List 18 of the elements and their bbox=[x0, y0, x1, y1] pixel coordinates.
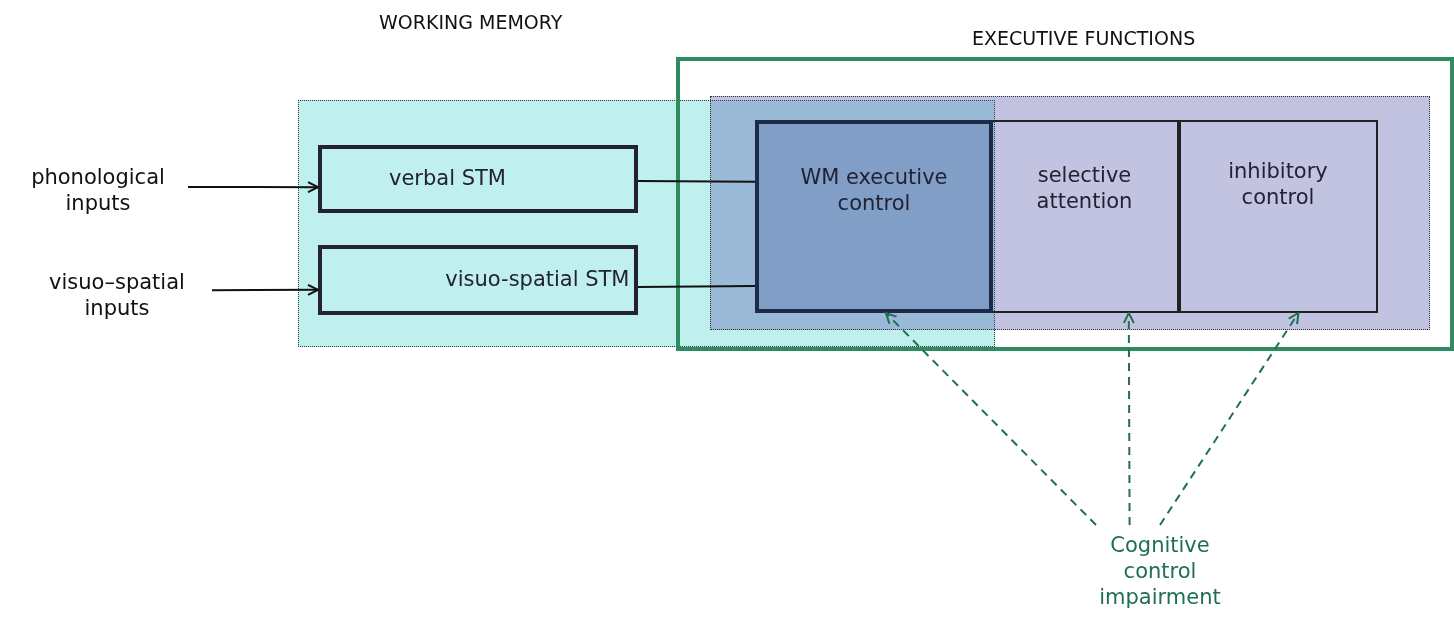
arrow bbox=[1159, 312, 1300, 526]
arrow bbox=[211, 283, 319, 296]
process-box: verbal STM bbox=[317, 144, 638, 213]
process-box: visuo-spatial STM bbox=[317, 244, 638, 315]
arrow bbox=[187, 181, 319, 194]
connector-line bbox=[637, 180, 756, 183]
input-label: phonological inputs bbox=[8, 160, 188, 220]
group-heading: WORKING MEMORY bbox=[379, 11, 563, 33]
connector-line bbox=[637, 285, 756, 288]
arrow bbox=[1122, 312, 1135, 526]
function-panel bbox=[710, 96, 1430, 330]
input-label: visuo–spatial inputs bbox=[22, 265, 212, 325]
arrow bbox=[884, 312, 1097, 526]
group-heading: EXECUTIVE FUNCTIONS bbox=[972, 27, 1196, 49]
process-box: inhibitory control bbox=[1178, 119, 1378, 313]
note-label: Cognitive control impairment bbox=[1080, 525, 1240, 617]
process-box: WM executive control bbox=[755, 120, 993, 313]
process-box: selective attention bbox=[992, 119, 1179, 313]
